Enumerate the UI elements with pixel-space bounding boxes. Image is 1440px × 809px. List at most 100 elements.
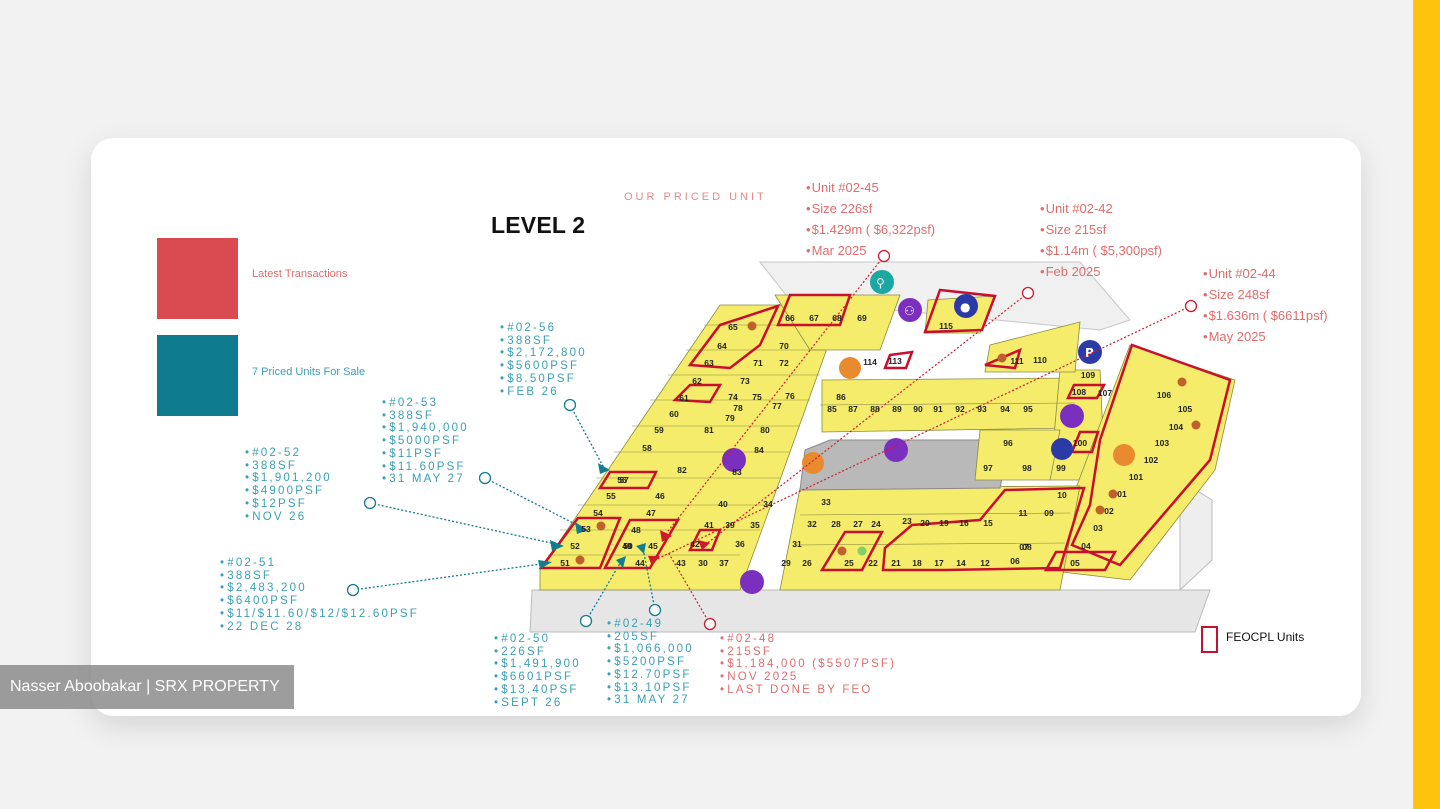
feo-outline-42 <box>687 528 722 552</box>
unit-number-69: 69 <box>857 313 867 323</box>
svg-text:P: P <box>1085 346 1094 360</box>
restroom-icon-6 <box>740 570 764 594</box>
unit-number-46: 46 <box>655 491 665 501</box>
unit-number-15: 15 <box>983 518 993 528</box>
feo-outline-113 <box>883 350 914 370</box>
legend-swatch-transactions <box>157 238 238 319</box>
unit-number-08: 08 <box>1022 542 1032 552</box>
unit-number-88: 88 <box>870 404 880 414</box>
note-line: $2,483,200 <box>220 582 419 595</box>
unit-number-102: 102 <box>1144 455 1158 465</box>
unit-number-104: 104 <box>1169 422 1183 432</box>
unit-number-64: 64 <box>717 341 727 351</box>
unit-number-25: 25 <box>844 558 854 568</box>
note-line: Unit #02-44 <box>1203 263 1328 284</box>
unit-number-45: 45 <box>648 541 658 551</box>
unit-number-99: 99 <box>1056 463 1066 473</box>
block-96 <box>974 429 1061 481</box>
note-line: $13.10PSF <box>607 682 694 695</box>
note-line: Mar 2025 <box>806 240 935 261</box>
feo-outline-63-65 <box>687 303 781 370</box>
unit-number-53: 53 <box>581 524 591 534</box>
priced-note-02-52: #02-52 388SF $1,901,200 $4900PSF $12PSF … <box>245 447 332 523</box>
unit-number-60: 60 <box>669 409 679 419</box>
note-line: 388SF <box>382 410 469 423</box>
unit-number-65: 65 <box>728 322 738 332</box>
note-line: FEB 26 <box>500 386 587 399</box>
unit-number-26: 26 <box>802 558 812 568</box>
unit-number-19: 19 <box>939 518 949 528</box>
accent-strip <box>1413 0 1440 809</box>
feo-legend-label: FEOCPL Units <box>1226 630 1305 644</box>
unit-number-114: 114 <box>863 357 877 367</box>
unit-number-111: 111 <box>1010 356 1024 366</box>
note-line: Size 215sf <box>1040 219 1162 240</box>
note-line: 205SF <box>607 631 694 644</box>
feo-outline-05 <box>1043 550 1118 572</box>
unit-number-07: 07 <box>1019 542 1029 552</box>
unit-number-109: 109 <box>1081 370 1095 380</box>
unit-number-92: 92 <box>955 404 965 414</box>
feo-outline-66-69 <box>776 293 852 327</box>
note-line: $1.636m ( $6611psf) <box>1203 305 1328 326</box>
unit-number-77: 77 <box>772 401 782 411</box>
unit-number-55: 55 <box>606 491 616 501</box>
feo-outline-115 <box>923 288 997 334</box>
unit-number-43: 43 <box>676 558 686 568</box>
unit-number-81: 81 <box>704 425 714 435</box>
unit-number-11: 11 <box>1019 508 1028 518</box>
priced-note-02-51: #02-51 388SF $2,483,200 $6400PSF $11/$11… <box>220 557 419 633</box>
note-line: $1.429m ( $6,322psf) <box>806 219 936 240</box>
unit-number-83: 83 <box>732 467 742 477</box>
unit-number-61: 61 <box>679 393 689 403</box>
feo-outline-26-25 <box>819 530 885 572</box>
floor-top-outline <box>758 261 1131 331</box>
unit-number-57: 57 <box>619 475 629 485</box>
floor-base-right <box>1179 479 1213 592</box>
note-line: #02-52 <box>245 447 332 460</box>
unit-number-97: 97 <box>983 463 993 473</box>
transaction-note-02-42: Unit #02-42 Size 215sf $1.14m ( $5,300ps… <box>1040 198 1162 282</box>
block-top <box>774 294 901 351</box>
unit-number-42: 42 <box>690 539 700 549</box>
unit-number-22: 22 <box>868 558 878 568</box>
unit-number-35: 35 <box>750 520 760 530</box>
note-line: $6400PSF <box>220 595 419 608</box>
transaction-note-02-45: Unit #02-45 Size 226sf $1.429m ( $6,322p… <box>806 177 936 261</box>
unit-number-37: 37 <box>719 558 729 568</box>
unit-number-50: 50 <box>623 541 633 551</box>
unit-number-36: 36 <box>735 539 745 549</box>
unit-number-40: 40 <box>718 499 728 509</box>
unit-number-82: 82 <box>677 465 687 475</box>
note-line: $11PSF <box>382 448 469 461</box>
feo-outline-48-45 <box>602 518 681 570</box>
unit-number-34: 34 <box>763 499 773 509</box>
note-line: 388SF <box>220 570 419 583</box>
svg-text:●: ● <box>960 300 970 314</box>
unit-number-09: 09 <box>1044 508 1054 518</box>
legend-label-priced: 7 Priced Units For Sale <box>252 366 366 378</box>
note-line: $5200PSF <box>607 656 694 669</box>
unit-number-12: 12 <box>980 558 990 568</box>
note-line: $1,901,200 <box>245 472 332 485</box>
note-line: 31 MAY 27 <box>607 694 694 707</box>
unit-number-91: 91 <box>933 404 943 414</box>
food-icon: ⚲ <box>870 270 894 294</box>
note-line: $1.14m ( $5,300psf) <box>1040 240 1162 261</box>
restroom-icon-4 <box>1060 404 1084 428</box>
unit-number-106: 106 <box>1157 390 1171 400</box>
unit-number-101: 101 <box>1129 472 1143 482</box>
note-line: $1,940,000 <box>382 422 469 435</box>
note-line: Feb 2025 <box>1040 261 1162 282</box>
priced-note-02-53: #02-53 388SF $1,940,000 $5000PSF $11PSF … <box>382 397 469 486</box>
unit-number-74: 74 <box>728 392 738 402</box>
unit-number-17: 17 <box>934 558 944 568</box>
lift-icon: ● <box>954 294 978 318</box>
unit-number-75: 75 <box>752 392 762 402</box>
unit-number-31: 31 <box>792 539 802 549</box>
unit-number-14: 14 <box>956 558 966 568</box>
watermark: Nasser Aboobakar | SRX PROPERTY <box>0 665 294 709</box>
unit-number-21: 21 <box>891 558 901 568</box>
unit-number-76: 76 <box>785 391 795 401</box>
unit-number-68: 68 <box>832 313 842 323</box>
